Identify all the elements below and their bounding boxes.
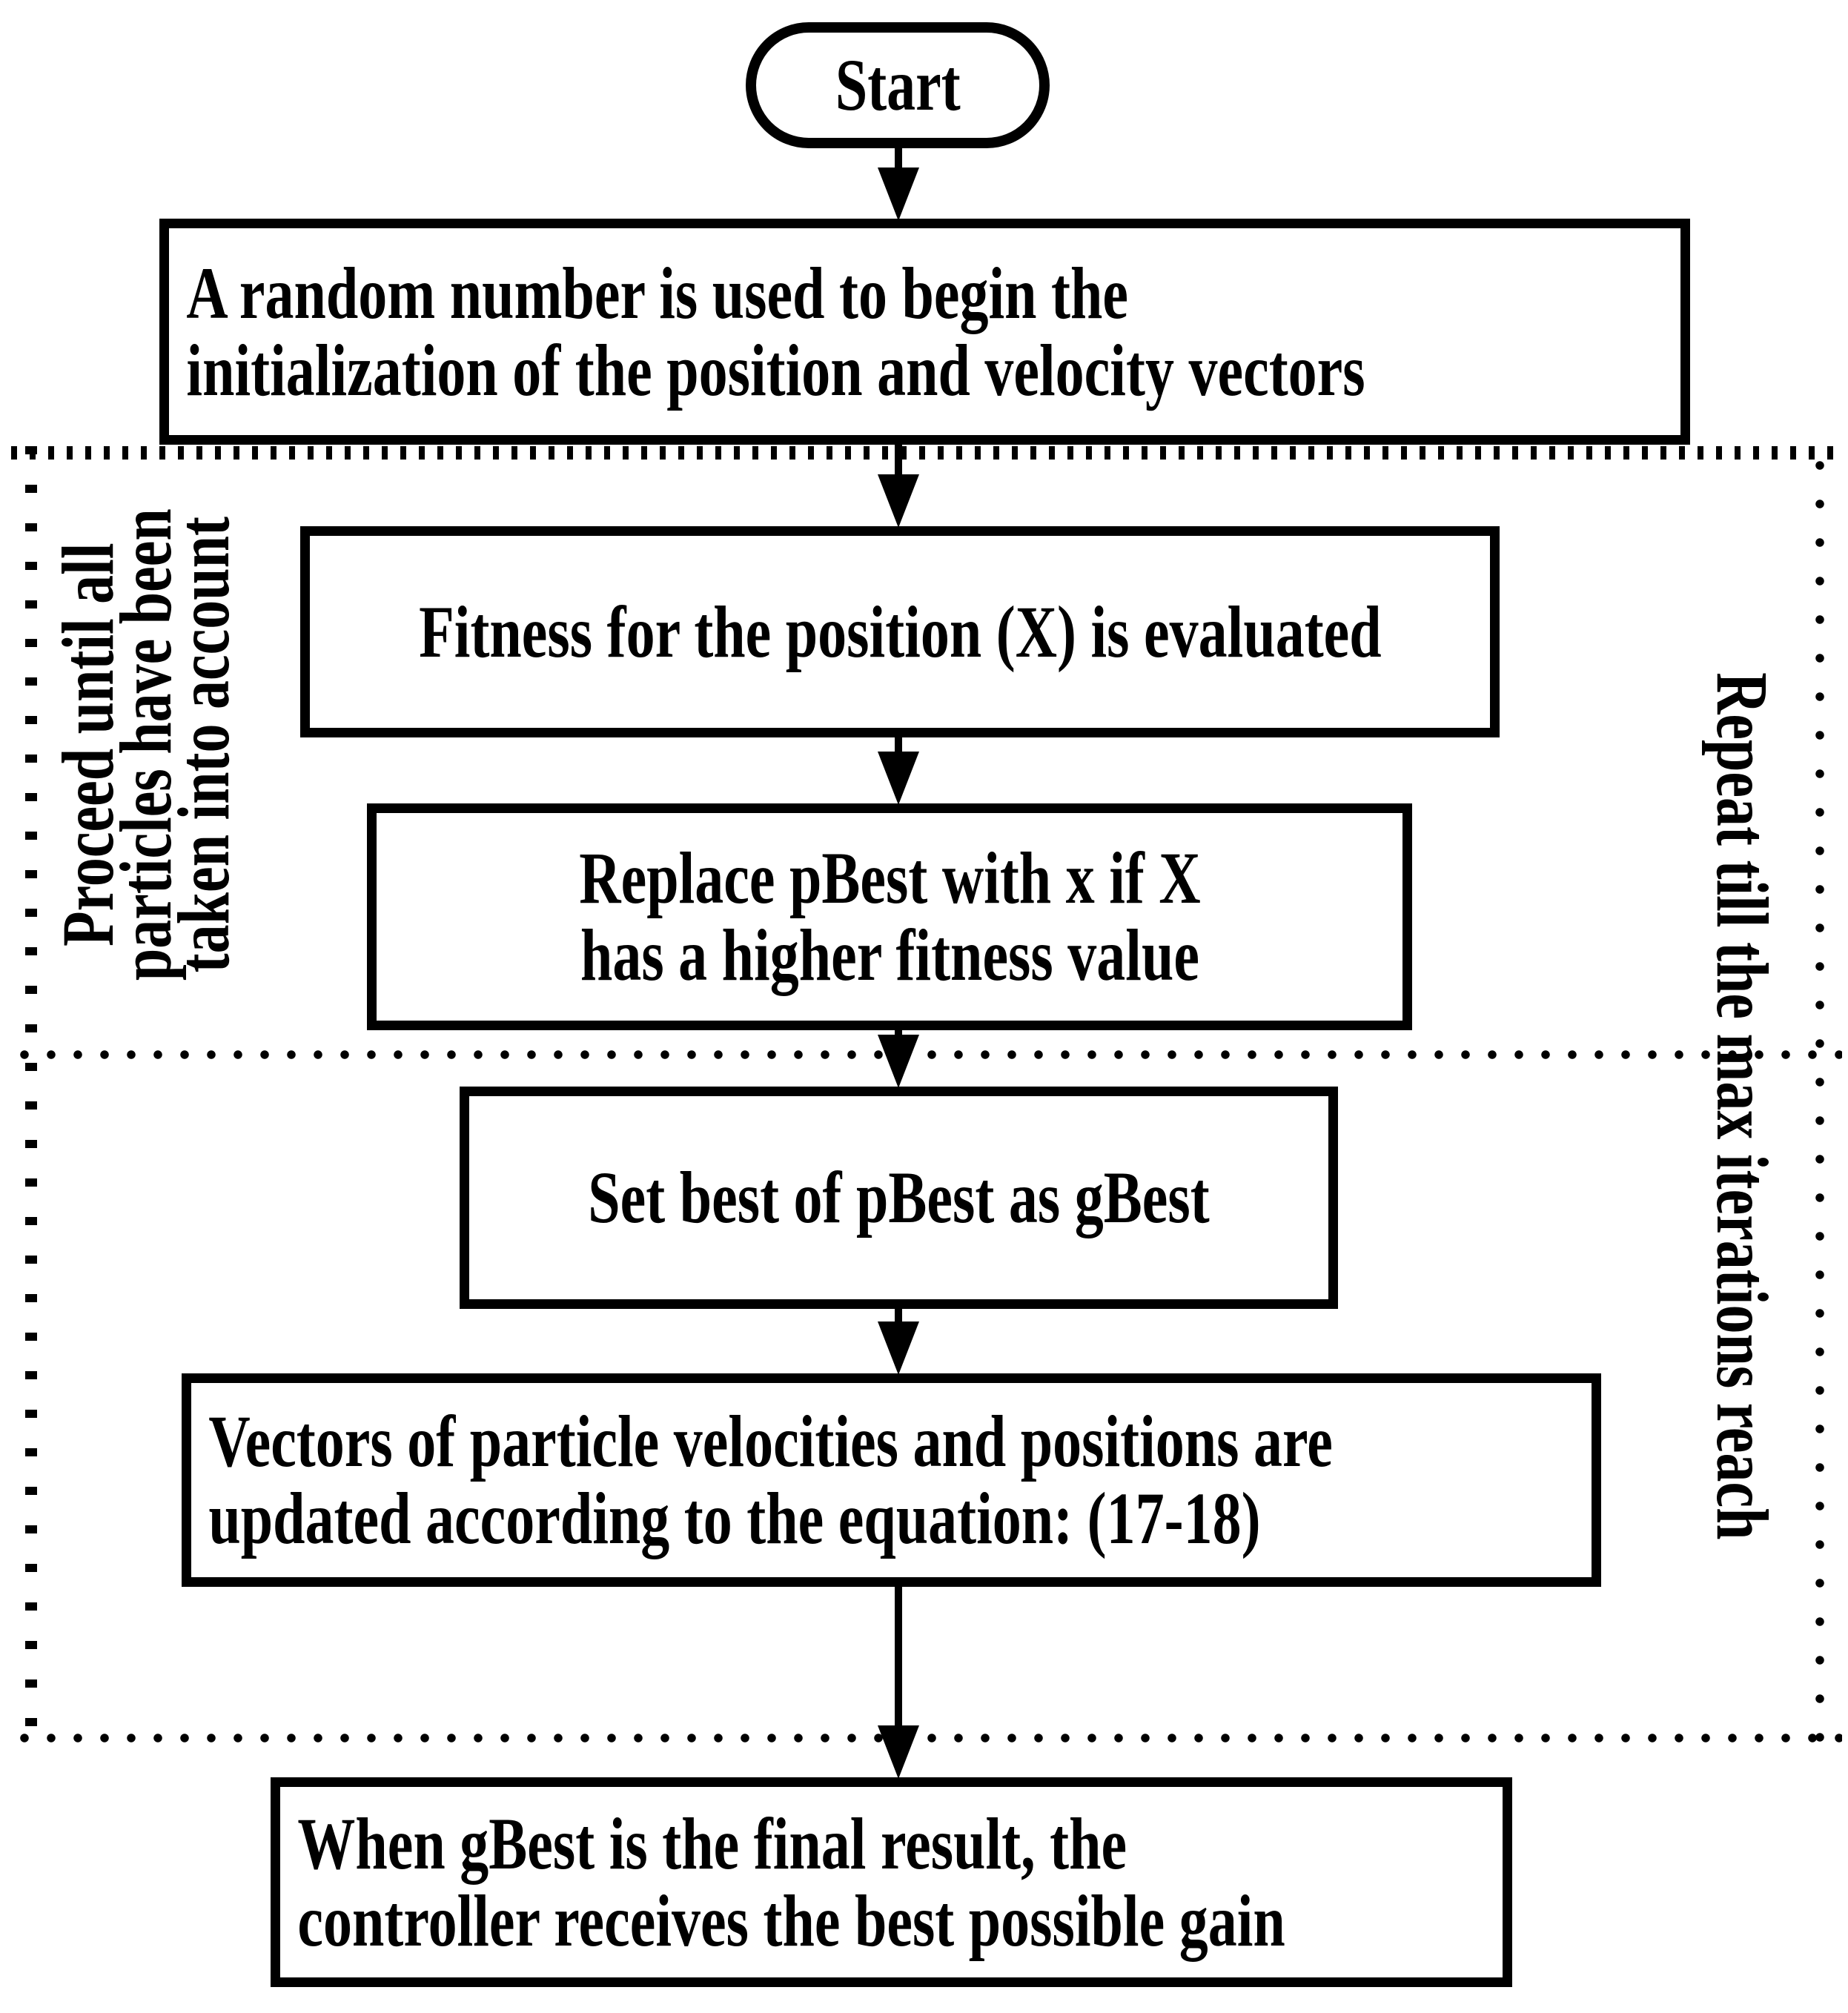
process-text: Set best of pBest as gBest <box>588 1156 1210 1238</box>
inner-loop-bottom-dotted-line <box>11 1049 1842 1060</box>
inner-loop-label-line: taken into account <box>162 517 245 973</box>
process-text: controller receives the best possible ga… <box>297 1879 1285 1962</box>
process-box-final-result: When gBest is the final result, the cont… <box>271 1777 1512 1987</box>
inner-loop-label: Proceed until all particles have been ta… <box>47 441 245 1049</box>
arrow-replace-to-setgbest <box>878 1029 919 1088</box>
process-text: updated according to the equation: (17-1… <box>208 1477 1261 1559</box>
start-label: Start <box>835 44 961 126</box>
process-box-update-vectors: Vectors of particle velocities and posit… <box>182 1373 1601 1587</box>
outer-loop-bottom-dotted-line <box>11 1733 1842 1743</box>
process-text: A random number is used to begin the <box>186 251 1128 334</box>
process-box-fitness: Fitness for the position (X) is evaluate… <box>300 526 1500 737</box>
process-text: has a higher fitness value <box>580 914 1199 996</box>
arrow-start-to-init <box>878 148 919 221</box>
arrow-down-icon <box>878 1321 919 1375</box>
process-text: Fitness for the position (X) is evaluate… <box>418 590 1382 673</box>
arrow-stem <box>895 443 902 482</box>
arrow-stem <box>895 1585 902 1733</box>
outer-loop-label: Repeat till the max iterations reach <box>1701 550 1784 1662</box>
arrow-down-icon <box>878 1035 919 1088</box>
outer-loop-top-dotted-line <box>11 446 1842 460</box>
outer-loop-label-line: Repeat till the max iterations reach <box>1701 671 1784 1540</box>
arrow-stem <box>895 1307 902 1329</box>
arrow-stem <box>895 148 902 175</box>
arrow-fitness-to-replace <box>878 736 919 805</box>
process-text: Vectors of particle velocities and posit… <box>208 1400 1333 1482</box>
arrow-setgbest-to-update <box>878 1307 919 1375</box>
arrow-init-to-fitness <box>878 443 919 528</box>
arrow-down-icon <box>878 752 919 805</box>
loop-left-dotted-line <box>25 446 37 1743</box>
process-box-replace-pbest: Replace pBest with x if X has a higher f… <box>367 803 1412 1030</box>
start-terminator: Start <box>746 22 1050 148</box>
process-box-init: A random number is used to begin the ini… <box>159 219 1690 445</box>
arrow-update-to-final <box>878 1585 919 1779</box>
process-text: initialization of the position and veloc… <box>186 328 1365 411</box>
arrow-down-icon <box>878 1725 919 1779</box>
process-text: Replace pBest with x if X <box>578 837 1201 919</box>
process-text: When gBest is the final result, the <box>297 1802 1127 1885</box>
arrow-stem <box>895 736 902 759</box>
process-box-set-gbest: Set best of pBest as gBest <box>460 1087 1338 1309</box>
loop-right-dotted-line <box>1815 446 1825 1743</box>
arrow-down-icon <box>878 168 919 221</box>
arrow-down-icon <box>878 474 919 528</box>
